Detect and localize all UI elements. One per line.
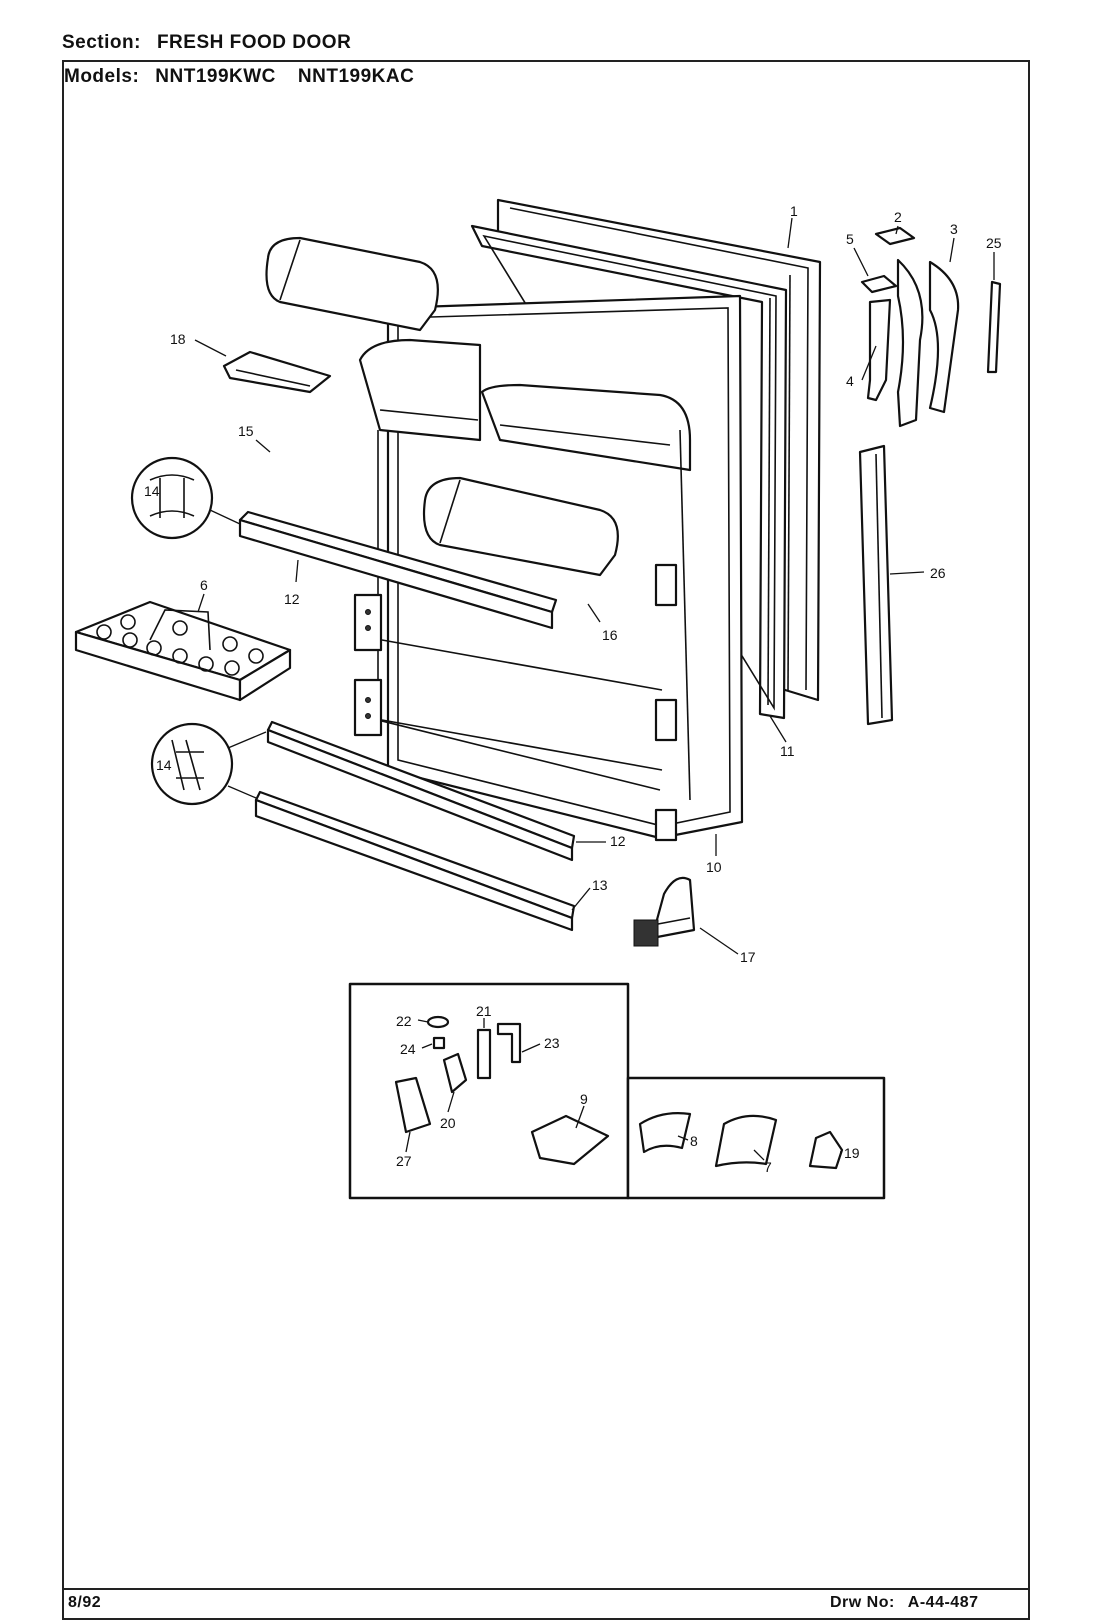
models-heading: Models: NNT199KWC NNT199KAC	[64, 66, 436, 88]
callout-18: 18	[170, 331, 186, 347]
egg-tray	[74, 600, 292, 702]
upper-shelf-bar	[238, 510, 558, 630]
frame-right-rule	[1028, 60, 1030, 1620]
callout-12a: 12	[284, 591, 300, 607]
exploded-parts-diagram: 1 2 3 25 5 4 18 15 14 12 6 16 26 11 14 1…	[74, 198, 1002, 1200]
callout-6: 6	[200, 577, 208, 593]
callout-15: 15	[238, 423, 254, 439]
door-stop-bracket	[633, 876, 696, 947]
frame-left-rule	[62, 60, 64, 1620]
upper-hinge-parts	[860, 226, 1002, 428]
section-label: Section:	[62, 32, 141, 53]
callout-7: 7	[764, 1159, 772, 1175]
models-label: Models:	[64, 66, 140, 87]
callout-22: 22	[396, 1013, 412, 1029]
callout-leader-lines	[194, 217, 995, 1161]
callout-2: 2	[894, 209, 902, 225]
frame-footer-rule	[62, 1588, 1030, 1590]
callout-23: 23	[544, 1035, 560, 1051]
callout-11: 11	[780, 743, 795, 759]
callout-9: 9	[580, 1091, 588, 1107]
callout-14b: 14	[156, 757, 172, 773]
callout-16: 16	[602, 627, 618, 643]
dairy-door-covers	[265, 236, 619, 577]
callout-17: 17	[740, 949, 756, 965]
callout-27: 27	[396, 1153, 412, 1169]
model-number: NNT199KWC	[155, 66, 276, 87]
callout-26: 26	[930, 565, 946, 581]
drawing-number-label: Drw No:	[830, 1594, 895, 1611]
section-value: FRESH FOOD DOOR	[156, 32, 352, 53]
callout-13: 13	[592, 877, 608, 893]
lower-shelf-bars	[254, 720, 576, 932]
butter-compartment-door	[222, 350, 332, 394]
drawing-number: A-44-487	[907, 1594, 979, 1611]
callout-labels: 1 2 3 25 5 4 18 15 14 12 6 16 26 11 14 1…	[144, 203, 1002, 1175]
callout-20: 20	[440, 1115, 456, 1131]
hardware-detail-box	[348, 982, 886, 1200]
drawing-date: 8/92	[68, 1594, 102, 1611]
callout-14a: 14	[144, 483, 160, 499]
callout-12b: 12	[610, 833, 626, 849]
hinge-cover	[858, 444, 894, 726]
drawing-number-block: Drw No: A-44-487	[830, 1594, 978, 1612]
callout-5: 5	[846, 231, 854, 247]
callout-21: 21	[476, 1003, 492, 1019]
frame-top-rule	[62, 60, 1030, 62]
callout-10: 10	[706, 859, 722, 875]
section-heading: Section: FRESH FOOD DOOR	[62, 32, 351, 54]
callout-24: 24	[400, 1041, 416, 1057]
model-number: NNT199KAC	[297, 66, 415, 87]
callout-8: 8	[690, 1133, 698, 1149]
callout-25: 25	[986, 235, 1002, 251]
shelf-retainer-detail	[130, 456, 267, 806]
callout-4: 4	[846, 373, 854, 389]
callout-3: 3	[950, 221, 958, 237]
callout-19: 19	[844, 1145, 860, 1161]
callout-1: 1	[790, 203, 798, 219]
